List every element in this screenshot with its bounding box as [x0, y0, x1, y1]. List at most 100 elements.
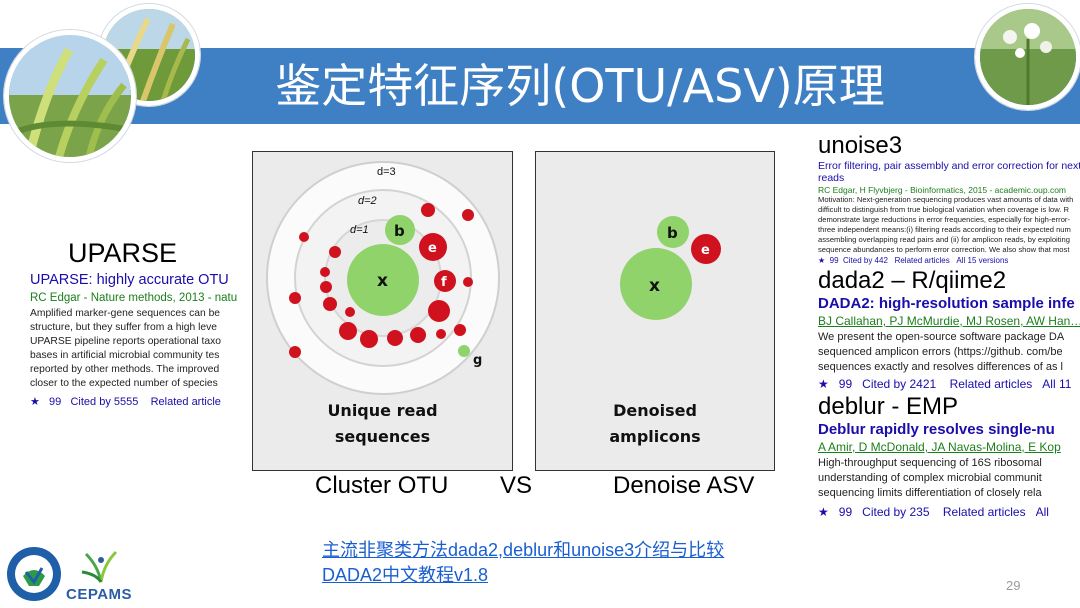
label-e: e [428, 241, 437, 256]
otu-diagram-panel: d=3 d=2 d=1 x b e f g Unique read sequen… [252, 151, 513, 471]
star-icon[interactable]: ★ [818, 256, 826, 265]
cited-by-link[interactable]: Cited by 5555 [70, 396, 139, 408]
abstract-line: closer to the expected number of species [30, 378, 218, 389]
abstract-line: structure, but they suffer from a high l… [30, 322, 217, 333]
abstract-line: sequenced amplicon errors (https://githu… [818, 346, 1063, 358]
dada2-footer: ★ 99 Cited by 2421 Related articles All … [818, 377, 1080, 391]
asv-diagram-panel: x b e Denoised amplicons [535, 151, 775, 471]
dada2-title-link[interactable]: DADA2: high-resolution sample infe [818, 295, 1075, 312]
dada2-abstract: We present the open-source software pack… [818, 330, 1080, 375]
label-g: g [473, 353, 482, 368]
cluster-otu-label: Cluster OTU [315, 472, 449, 499]
related-link[interactable]: Related articles [949, 377, 1033, 391]
unoise3-authors[interactable]: RC Edgar, H Flyvbjerg - Bioinformatics, … [818, 185, 1067, 195]
page-number: 29 [1006, 578, 1021, 593]
abstract-line: reported by other methods. The improved [30, 364, 220, 375]
label-f: f [441, 275, 447, 290]
uparse-authors[interactable]: RC Edgar - Nature methods, 2013 - natu [30, 292, 238, 304]
unoise3-title-link[interactable]: Error filtering, pair assembly and error… [818, 160, 1080, 172]
unoise3-title-link-2[interactable]: reads [818, 172, 845, 184]
caption-line: sequences [334, 427, 431, 446]
related-link[interactable]: Related article [150, 396, 221, 408]
label-d3: d=3 [377, 166, 396, 178]
quote-icon[interactable]: 99 [49, 396, 62, 408]
slide-title: 鉴定特征序列(OTU/ASV)原理 [275, 59, 885, 113]
label-x: x [649, 276, 660, 296]
abstract-line: sequence abundances to perform error cor… [818, 245, 1070, 254]
related-link[interactable]: Related articles [894, 256, 950, 265]
caption-line: amplicons [609, 427, 701, 446]
quote-icon[interactable]: 99 [829, 256, 839, 265]
red-dots [289, 203, 474, 358]
otu-caption: Unique read sequences [253, 398, 512, 450]
unoise3-footer: ★ 99 Cited by 442 Related articles All 1… [818, 256, 1080, 265]
institute-seal-logo [6, 546, 62, 602]
deblur-abstract: High-throughput sequencing of 16S riboso… [818, 456, 1080, 501]
abstract-line: sequencing limits differentiation of clo… [818, 487, 1042, 499]
uparse-heading: UPARSE [68, 238, 178, 268]
dada2-heading: dada2 – R/qiime2 [818, 267, 1007, 294]
label-d2: d=2 [358, 195, 377, 207]
label-x: x [377, 271, 388, 291]
abstract-line: We present the open-source software pack… [818, 331, 1065, 343]
cited-by-link[interactable]: Cited by 235 [862, 505, 930, 519]
star-icon[interactable]: ★ [818, 505, 829, 519]
versions-link[interactable]: All 15 versions [956, 256, 1009, 265]
uparse-footer: ★ 99 Cited by 5555 Related article [30, 395, 238, 408]
cepams-leaf-icon [78, 548, 124, 584]
deblur-footer: ★ 99 Cited by 235 Related articles All [818, 505, 1080, 519]
vs-label: VS [500, 472, 533, 499]
related-link[interactable]: Related articles [942, 505, 1026, 519]
star-icon[interactable]: ★ [30, 396, 40, 408]
star-icon[interactable]: ★ [818, 377, 829, 391]
abstract-line: understanding of complex microbial commu… [818, 472, 1042, 484]
tutorial-links: 主流非聚类方法dada2,deblur和unoise3介绍与比较 DADA2中文… [322, 538, 724, 588]
abstract-line: Amplified marker-gene sequences can be [30, 308, 221, 319]
method-citations: unoise3 Error filtering, pair assembly a… [818, 132, 1080, 532]
abstract-line: difficult to distinguish from true biolo… [818, 205, 1070, 214]
deblur-authors[interactable]: A Amir, D McDonald, JA Navas-Molina, E K… [818, 440, 1061, 454]
abstract-line: three independent means:(i) filtering re… [818, 225, 1071, 234]
green-dot-b [657, 216, 689, 248]
red-dot-e [691, 234, 721, 264]
flower-photo [975, 4, 1080, 110]
green-dot-x [620, 248, 692, 320]
deblur-heading: deblur - EMP [818, 393, 959, 420]
deblur-title-link[interactable]: Deblur rapidly resolves single-nu [818, 421, 1055, 438]
asv-diagram: x b e [620, 216, 721, 320]
abstract-line: bases in artificial microbial community … [30, 350, 220, 361]
dada2-tutorial-link[interactable]: DADA2中文教程v1.8 [322, 565, 489, 585]
versions-link[interactable]: All [1035, 505, 1049, 519]
label-b: b [394, 222, 405, 240]
green-dot-g [458, 345, 470, 357]
uparse-abstract: Amplified marker-gene sequences can be s… [30, 307, 238, 391]
uparse-title-link[interactable]: UPARSE: highly accurate OTU [30, 272, 229, 288]
comparison-article-link[interactable]: 主流非聚类方法dada2,deblur和unoise3介绍与比较 [322, 540, 725, 560]
abstract-line: demonstrate large reductions in error fr… [818, 215, 1070, 224]
label-b: b [667, 224, 678, 242]
caption-line: Unique read [327, 401, 438, 420]
green-dot-b [385, 215, 415, 245]
dada2-authors[interactable]: BJ Callahan, PJ McMurdie, MJ Rosen, AW H… [818, 314, 1080, 328]
abstract-line: sequences exactly and resolves differenc… [818, 361, 1063, 373]
denoise-asv-label: Denoise ASV [613, 472, 755, 499]
quote-icon[interactable]: 99 [838, 505, 853, 519]
cited-by-link[interactable]: Cited by 2421 [862, 377, 937, 391]
cited-by-link[interactable]: Cited by 442 [842, 256, 888, 265]
quote-icon[interactable]: 99 [838, 377, 853, 391]
otu-diagram: d=3 d=2 d=1 x b e f g [266, 161, 500, 395]
abstract-line: High-throughput sequencing of 16S riboso… [818, 457, 1042, 469]
versions-link[interactable]: All 11 [1042, 377, 1072, 391]
label-d1: d=1 [350, 224, 369, 236]
abstract-line: UPARSE pipeline reports operational taxo [30, 336, 221, 347]
asv-caption: Denoised amplicons [536, 398, 774, 450]
green-dot-x [347, 244, 419, 316]
unoise3-heading: unoise3 [818, 132, 903, 159]
cepams-logo-text: CEPAMS [66, 586, 133, 603]
abstract-line: assembling overlapping read pairs and (i… [818, 235, 1070, 244]
unoise3-abstract: Motivation: Next-generation sequencing p… [818, 195, 1080, 255]
abstract-line: Motivation: Next-generation sequencing p… [818, 195, 1074, 204]
wheat-photo [4, 30, 136, 162]
caption-line: Denoised [613, 401, 697, 420]
label-e: e [701, 243, 710, 258]
